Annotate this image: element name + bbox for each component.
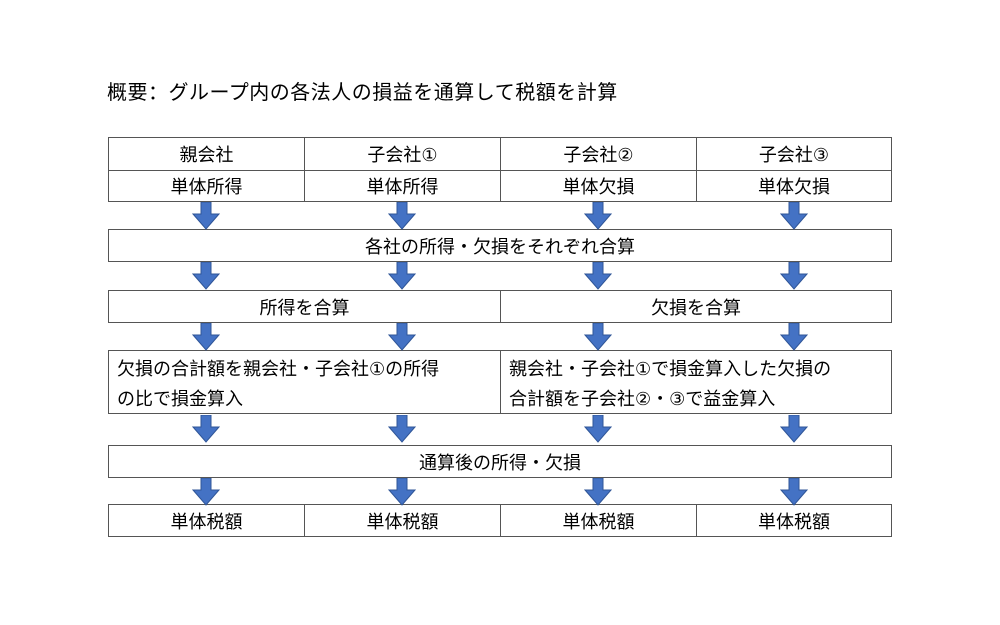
tax-label-parent: 単体税額: [170, 511, 243, 533]
sum-income-box: 所得を合算: [108, 290, 501, 323]
combine-step-label: 各社の所得・欠損をそれぞれ合算: [365, 236, 635, 258]
subsidiary-3-cell: 子会社③: [696, 137, 892, 171]
deduct-loss-text-line1: 欠損の合計額を親会社・子会社①の所得: [117, 359, 440, 380]
subsidiary-1-cell: 子会社①: [304, 137, 501, 171]
down-arrow-icon: [779, 414, 809, 443]
parent-company-cell: 親会社: [108, 137, 305, 171]
down-arrow-icon: [779, 201, 809, 230]
down-arrow-icon: [191, 322, 221, 351]
parent-income-cell: 単体所得: [108, 170, 305, 202]
combine-step-box: 各社の所得・欠損をそれぞれ合算: [108, 229, 892, 262]
down-arrow-icon: [387, 322, 417, 351]
down-arrow-icon: [387, 201, 417, 230]
add-income-box: 親会社・子会社①で損金算入した欠損の 合計額を子会社②・③で益金算入: [500, 350, 892, 414]
down-arrow-icon: [191, 201, 221, 230]
sum-income-label: 所得を合算: [259, 297, 350, 319]
subsidiary-1-income-cell: 単体所得: [304, 170, 501, 202]
subsidiary-2-loss-label: 単体欠損: [562, 177, 635, 198]
subsidiary-2-cell: 子会社②: [500, 137, 697, 171]
add-income-text-line2: 合計額を子会社②・③で益金算入: [509, 389, 776, 410]
tax-label-subsidiary-3: 単体税額: [758, 511, 830, 533]
parent-company-label: 親会社: [179, 145, 234, 166]
parent-income-label: 単体所得: [170, 177, 243, 198]
down-arrow-icon: [191, 261, 221, 290]
subsidiary-3-loss-label: 単体欠損: [758, 177, 830, 198]
tax-label-subsidiary-1: 単体税額: [366, 511, 439, 533]
down-arrow-icon: [583, 201, 613, 230]
sum-loss-box: 欠損を合算: [500, 290, 892, 323]
down-arrow-icon: [191, 414, 221, 443]
tax-cell-subsidiary-3: 単体税額: [696, 504, 892, 537]
after-combine-label: 通算後の所得・欠損: [419, 452, 581, 474]
down-arrow-icon: [583, 322, 613, 351]
subsidiary-3-loss-cell: 単体欠損: [696, 170, 892, 202]
deduct-loss-text-line2: の比で損金算入: [117, 389, 243, 410]
down-arrow-icon: [387, 261, 417, 290]
subsidiary-1-income-label: 単体所得: [366, 177, 439, 198]
subsidiary-1-label: 子会社①: [367, 145, 438, 166]
down-arrow-icon: [779, 261, 809, 290]
diagram-title: 概要：グループ内の各法人の損益を通算して税額を計算: [107, 80, 618, 104]
tax-cell-parent: 単体税額: [108, 504, 305, 537]
down-arrow-icon: [387, 414, 417, 443]
down-arrow-icon: [779, 322, 809, 351]
down-arrow-icon: [583, 414, 613, 443]
after-combine-box: 通算後の所得・欠損: [108, 445, 892, 478]
down-arrow-icon: [779, 477, 809, 506]
subsidiary-2-loss-cell: 単体欠損: [500, 170, 697, 202]
tax-cell-subsidiary-1: 単体税額: [304, 504, 501, 537]
subsidiary-2-label: 子会社②: [563, 145, 634, 166]
tax-cell-subsidiary-2: 単体税額: [500, 504, 697, 537]
down-arrow-icon: [583, 261, 613, 290]
down-arrow-icon: [583, 477, 613, 506]
down-arrow-icon: [387, 477, 417, 506]
sum-loss-label: 欠損を合算: [651, 297, 741, 319]
down-arrow-icon: [191, 477, 221, 506]
tax-label-subsidiary-2: 単体税額: [562, 511, 635, 533]
deduct-loss-box: 欠損の合計額を親会社・子会社①の所得 の比で損金算入: [108, 350, 501, 414]
subsidiary-3-label: 子会社③: [758, 145, 830, 166]
add-income-text-line1: 親会社・子会社①で損金算入した欠損の: [509, 359, 832, 380]
